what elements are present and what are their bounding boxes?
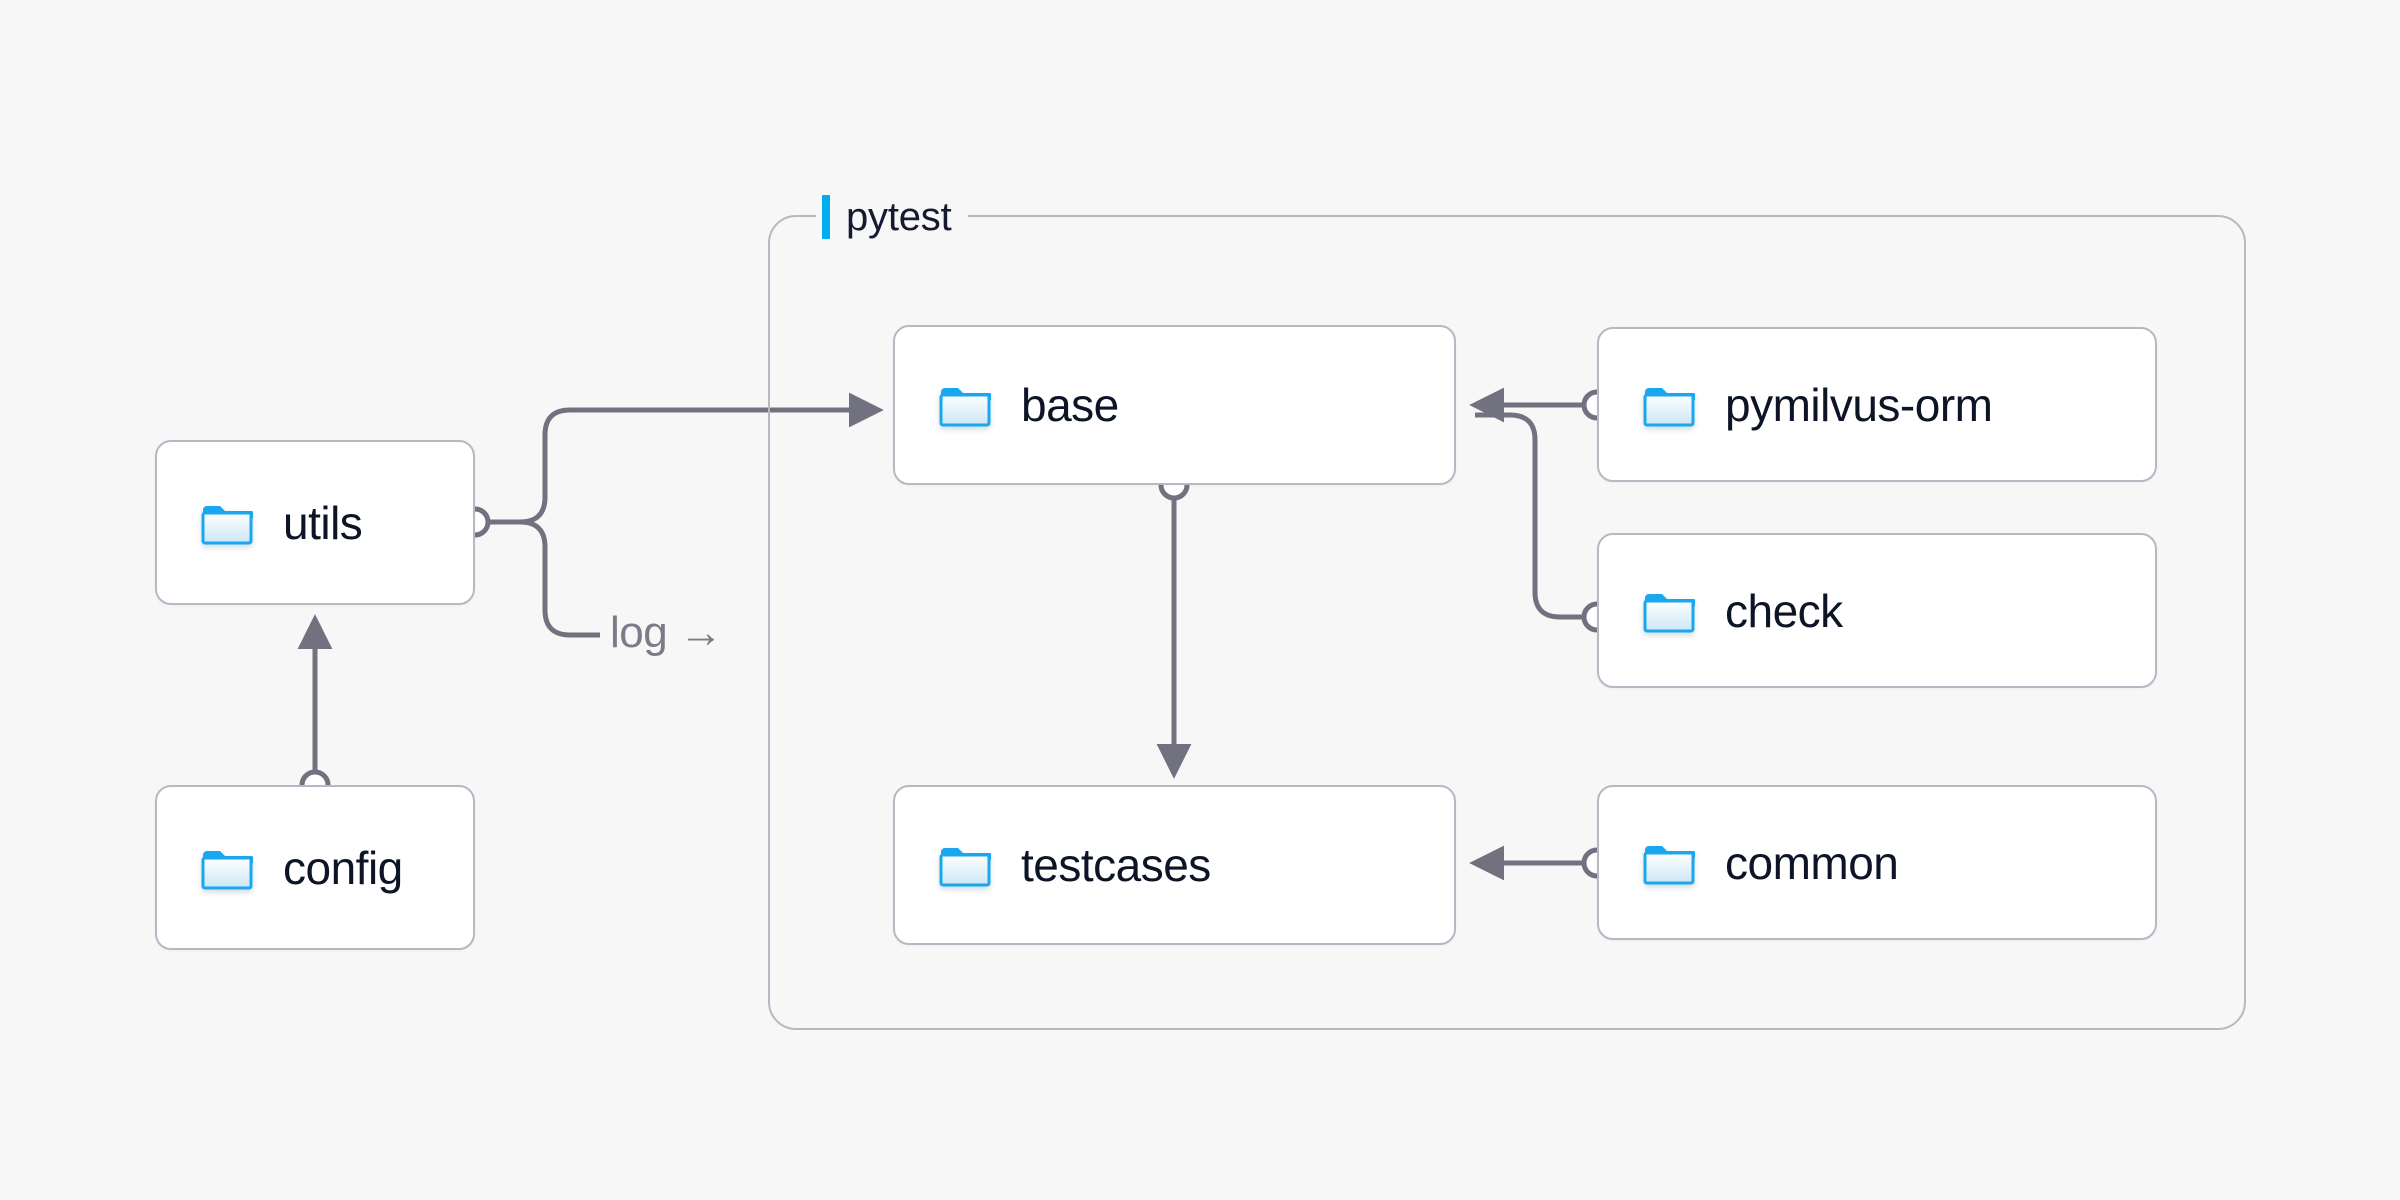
folder-icon [1643,593,1695,632]
node-config[interactable]: config [155,785,475,950]
folder-icon [201,850,253,889]
group-pytest[interactable] [768,215,2246,1030]
node-utils-label: utils [283,496,363,549]
node-check[interactable]: check [1597,533,2157,688]
node-base[interactable]: base [893,325,1456,485]
node-pymilvus-orm[interactable]: pymilvus-orm [1597,327,2157,482]
folder-icon [1643,387,1695,426]
node-common[interactable]: common [1597,785,2157,940]
node-base-label: base [1021,379,1119,431]
group-title-text: pytest [846,194,952,239]
wire-utils-to-log [519,519,600,638]
node-pymilvus-orm-label: pymilvus-orm [1725,378,1993,431]
folder-icon [939,388,991,427]
folder-icon [1643,845,1695,884]
node-testcases[interactable]: testcases [893,785,1456,945]
node-common-label: common [1725,836,1899,889]
node-utils[interactable]: utils [155,440,475,605]
node-testcases-label: testcases [1021,839,1211,891]
folder-icon [201,505,253,544]
folder-icon [939,848,991,887]
node-config-label: config [283,841,403,894]
edge-label-log: log → [600,608,733,658]
group-accent-bar [822,195,830,239]
group-pytest-label: pytest [816,190,968,244]
node-check-label: check [1725,584,1843,637]
